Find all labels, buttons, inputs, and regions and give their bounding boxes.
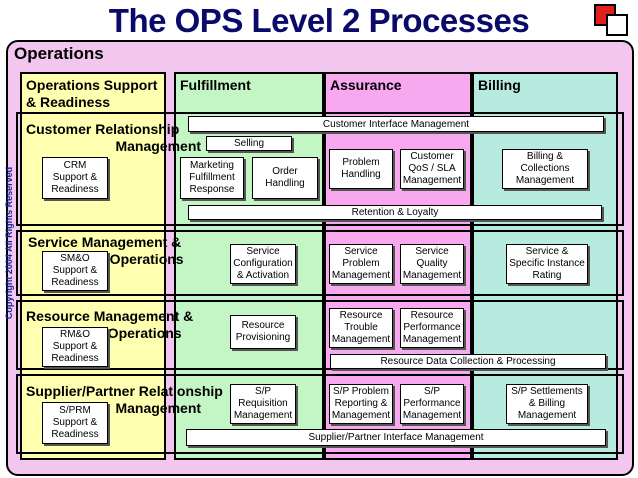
row-label-supplier-partner: Supplier/Partner Relationship Management bbox=[26, 383, 223, 416]
operations-label: Operations bbox=[14, 44, 104, 63]
row-customer-relationship bbox=[16, 112, 624, 226]
resource-performance-box[interactable]: Resource Performance Management bbox=[400, 308, 464, 348]
problem-handling-box[interactable]: Problem Handling bbox=[329, 149, 393, 189]
column-header-assurance: Assurance bbox=[330, 77, 402, 93]
order-handling-box[interactable]: Order Handling bbox=[252, 157, 318, 199]
billing-collections-box[interactable]: Billing & Collections Management bbox=[502, 149, 588, 189]
service-problem-box[interactable]: Service Problem Management bbox=[329, 244, 393, 284]
row-label-customer-relationship: Customer Relationship Management bbox=[26, 121, 202, 154]
resource-trouble-box[interactable]: Resource Trouble Management bbox=[329, 308, 393, 348]
marketing-fulfillment-box[interactable]: Marketing Fulfillment Response bbox=[180, 157, 244, 199]
row-service-management bbox=[16, 230, 624, 296]
selling-box[interactable]: Selling bbox=[206, 136, 292, 151]
sp-performance-box[interactable]: S/P Performance Management bbox=[400, 384, 464, 424]
customer-qos-sla-box[interactable]: Customer QoS / SLA Management bbox=[400, 149, 464, 189]
smo-support-readiness-box[interactable]: SM&O Support & Readiness bbox=[42, 251, 108, 291]
sp-problem-reporting-box[interactable]: S/P Problem Reporting & Management bbox=[329, 384, 393, 424]
service-quality-box[interactable]: Service Quality Management bbox=[400, 244, 464, 284]
column-header-operations-support: Operations Support & Readiness bbox=[26, 77, 158, 110]
column-header-fulfillment: Fulfillment bbox=[180, 77, 251, 93]
row-supplier-partner bbox=[16, 374, 624, 454]
rmo-support-readiness-box[interactable]: RM&O Support & Readiness bbox=[42, 327, 108, 367]
page-title: The OPS Level 2 Processes bbox=[108, 2, 530, 39]
row-resource-management bbox=[16, 300, 624, 370]
copyright-text: Copyright 2004 All Rights Reserved bbox=[4, 166, 14, 320]
row-label-resource-management: Resource Management & Operations bbox=[26, 308, 194, 341]
sp-settlements-billing-box[interactable]: S/P Settlements & Billing Management bbox=[506, 384, 588, 424]
retention-loyalty-bar[interactable]: Retention & Loyalty bbox=[188, 205, 602, 220]
logo-square-white bbox=[606, 14, 628, 36]
crm-support-readiness-box[interactable]: CRM Support & Readiness bbox=[42, 157, 108, 199]
service-configuration-box[interactable]: Service Configuration & Activation bbox=[230, 244, 296, 284]
resource-provisioning-box[interactable]: Resource Provisioning bbox=[230, 315, 296, 349]
resource-data-collection-bar[interactable]: Resource Data Collection & Processing bbox=[330, 354, 606, 369]
sprm-support-readiness-box[interactable]: S/PRM Support & Readiness bbox=[42, 402, 108, 444]
service-rating-box[interactable]: Service & Specific Instance Rating bbox=[506, 244, 588, 284]
row-label-service-management: Service Management & Operations bbox=[28, 234, 184, 267]
sp-requisition-box[interactable]: S/P Requisition Management bbox=[230, 384, 296, 424]
column-header-billing: Billing bbox=[478, 77, 521, 93]
supplier-partner-interface-bar[interactable]: Supplier/Partner Interface Management bbox=[186, 429, 606, 446]
customer-interface-management-bar[interactable]: Customer Interface Management bbox=[188, 116, 604, 132]
